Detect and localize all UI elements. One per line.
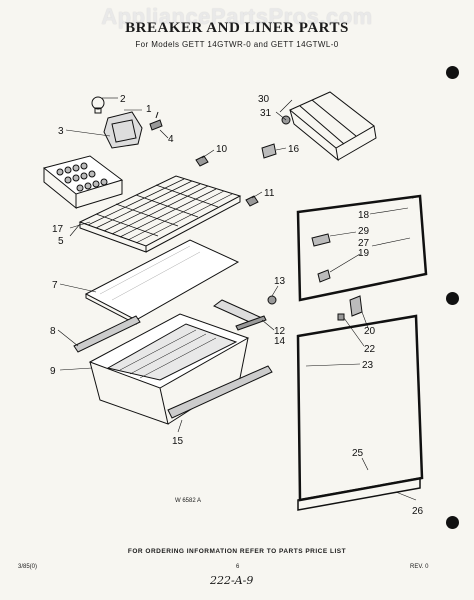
binder-hole-bottom [446,516,459,529]
model-subtitle: For Models GETT 14GTWR-0 and GETT 14GTWL… [135,40,339,49]
callout-29: 29 [358,226,370,237]
callout-18: 18 [358,210,370,221]
callout-12: 12 [274,326,286,337]
light-shield-part [103,111,143,149]
callout-26: 26 [412,506,424,517]
revision-code: REV. 0 [410,564,429,570]
egg-tray-part [42,155,124,210]
screw-part [337,313,345,321]
freezer-breaker-frame-part [296,194,428,302]
callout-30: 30 [258,94,270,105]
binder-hole-middle [446,292,459,305]
callout-16: 16 [288,144,300,155]
callout-5: 5 [58,236,64,247]
figure-number: W 6582 A [175,498,202,504]
callout-10: 10 [216,144,228,155]
fresh-food-breaker-frame-part [296,314,424,502]
document-code: 3/85(0) [18,564,38,570]
bottom-rail-part [167,365,273,419]
wire-shelf-part [78,175,242,253]
crisper-rail-part [73,315,141,353]
ordering-note: FOR ORDERING INFORMATION REFER TO PARTS … [127,548,347,555]
shelf-support-part [245,195,259,207]
callout-25: 25 [352,448,364,459]
bottom-trim-part [297,477,421,511]
screw-part [149,111,163,131]
light-bulb-part [91,96,105,114]
callout-9: 9 [50,366,56,377]
callout-4: 4 [168,134,174,145]
page-title: BREAKER AND LINER PARTS [125,20,349,36]
callout-7: 7 [52,280,58,291]
callout-19: 19 [358,248,370,259]
bracket-part [261,143,277,159]
mullion-part [349,295,363,317]
callout-31: 31 [260,108,272,119]
callout-14: 14 [274,336,286,347]
upper-rack-part [289,91,377,162]
callout-13: 13 [274,276,286,287]
binder-hole-top [446,66,459,79]
callout-15: 15 [172,436,184,447]
plug-part [267,295,277,305]
page-number: 6 [236,564,240,570]
callout-3: 3 [58,126,64,137]
clip-part [317,269,331,283]
callout-22: 22 [364,344,376,355]
callout-27: 27 [358,238,370,249]
callout-2: 2 [120,94,126,105]
glass-cover-part [84,239,240,325]
handwritten-note: 222-A-9 [210,574,254,587]
callout-8: 8 [50,326,56,337]
shelf-support-part [195,155,209,167]
callout-11: 11 [264,188,275,199]
watermark: AppliancePartsPros.com [101,4,373,29]
hinge-cover-part [311,233,331,247]
callout-23: 23 [362,360,374,371]
callout-1: 1 [146,104,152,115]
callout-17: 17 [52,224,64,235]
rail-clip-part [235,315,267,331]
callout-20: 20 [364,326,376,337]
